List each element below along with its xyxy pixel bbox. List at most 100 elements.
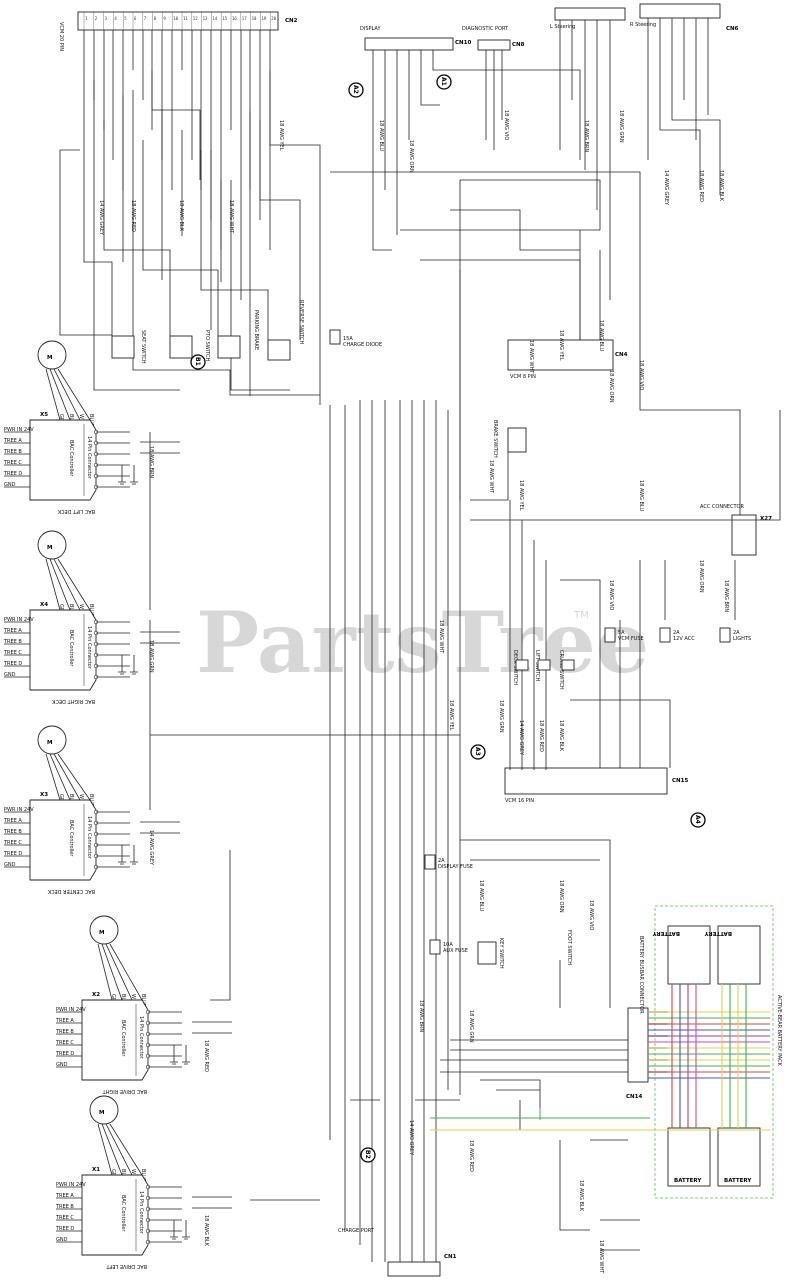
svg-text:A1: A1 <box>440 77 447 86</box>
connector-x27: X27 ACC CONNECTOR <box>700 504 772 556</box>
cn2-pin-label: 5 <box>124 16 127 21</box>
connector-cn8: CN8 DIAGNOSTIC PORT <box>462 26 525 51</box>
svg-text:A3: A3 <box>474 747 481 756</box>
controller-input-label: TREE B <box>3 449 22 455</box>
wire-tag: 18 AWG GRN <box>498 700 504 733</box>
controller-input-label: TREE D <box>55 1051 74 1057</box>
connector-cn6-title: CN6 <box>726 26 739 32</box>
wire-tag: 18 AWG YEL <box>278 120 284 151</box>
controller-connector: 14 Pin Connector <box>138 1016 144 1060</box>
connector-cn14: CN14 BATTERY BUSBAR CONNECTOR <box>626 936 649 1100</box>
label-pto-switch: PTO SWITCH <box>204 330 210 361</box>
connector-cn6-subtitle: R Steering <box>630 22 656 28</box>
motor-icon <box>37 725 67 755</box>
connector-cn1-title: CN1 <box>444 1254 457 1260</box>
controller-input-label: TREE C <box>3 840 22 846</box>
cn2-pin-label: 11 <box>183 16 188 21</box>
fuse-group: 15A CHARGE DIODE 2A DISPLAY FUSE 10A AUX… <box>329 329 751 955</box>
controller-input-label: GND <box>4 482 16 488</box>
connector-cn5-subtitle: L Steering <box>550 24 575 30</box>
controller-input-label: GND <box>56 1237 68 1243</box>
cn2-pin-label: 4 <box>114 16 117 21</box>
motor-icon <box>89 1095 119 1125</box>
connector-cn4: CN4 VCM 8 PIN <box>507 339 628 380</box>
wire-tag: 18 AWG BLU <box>638 480 644 511</box>
controller-label: X2 <box>92 992 100 998</box>
wire-tag: 18 AWG WHT <box>488 460 494 494</box>
motor-wire-label: BLUE <box>88 794 94 807</box>
wire-tag: 18 AWG ORN <box>558 880 564 913</box>
cn2-pin-label: 17 <box>242 16 247 21</box>
wire-tag: 18 AWG WHT <box>528 340 534 374</box>
wire-tag: 18 AWG ORN <box>698 560 704 593</box>
battery-pack-label: ACTIVE-BEAR BATTERY PACK <box>776 995 782 1067</box>
wire-tag: 18 AWG WHT <box>228 200 234 234</box>
label-parking-switch: PARKING BRAKE <box>253 310 259 350</box>
wire-tag: 18 AWG BRN <box>583 120 589 152</box>
bubble-a2: A2 <box>348 82 364 98</box>
wire-tag: 14 AWG GREY <box>663 170 669 206</box>
controller-input-label: PWR IN 24V <box>56 1007 86 1013</box>
controller-input-label: TREE A <box>3 628 22 634</box>
motor-wire-label: BLUE <box>88 604 94 617</box>
controller-label: X5 <box>40 412 48 418</box>
wire-tag: 18 AWG BLK <box>178 200 184 232</box>
wire-tag: 18 AWG VIO <box>608 580 614 610</box>
fuse-charge-diode-name: CHARGE DIODE <box>343 342 382 348</box>
connector-cn10-title: CN10 <box>455 40 471 46</box>
wire-tag: 18 AWG YEL <box>518 480 524 511</box>
connector-cn5: L Steering <box>550 7 626 30</box>
controller-connector: 14 Pin Connector <box>86 436 92 480</box>
wire-tag: 14 AWG GREY <box>98 200 104 236</box>
connector-cn15-title: CN15 <box>672 778 688 784</box>
connector-cn10: CN10 DISPLAY <box>360 26 471 51</box>
controller-title: BAC DRIVE LEFT <box>105 1263 147 1269</box>
switch-group-top: SEAT SWITCH PTO SWITCH PARKING BRAKE REV… <box>111 300 304 364</box>
watermark: PartsTree <box>196 593 649 692</box>
wire-tag: 18 AWG BLU <box>478 880 484 911</box>
cn2-pin-label: 8 <box>154 16 157 21</box>
controller-name: BAC Controller <box>120 1195 126 1232</box>
connector-cn6: CN6 R Steering <box>630 3 739 32</box>
motor-wire-label: BLUE <box>88 414 94 427</box>
label-deck-switch: DECK SWITCH <box>512 650 518 685</box>
controller-input-label: PWR IN 24V <box>4 427 34 433</box>
controller-input-label: TREE D <box>55 1226 74 1232</box>
wire-tag: 18 AWG GRN <box>468 1010 474 1043</box>
fuse-display-name: DISPLAY FUSE <box>438 864 473 870</box>
wire-tag: 18 AWG GRN <box>618 110 624 143</box>
wire-tag: 18 AWG VIO <box>503 110 509 140</box>
fuse-charge-diode-rating: 15A <box>343 336 353 342</box>
controller-title: BAC RIGHT DECK <box>51 698 95 704</box>
harness-top <box>59 18 741 515</box>
controller-input-label: TREE A <box>3 818 22 824</box>
wire-tag: 18 AWG RED <box>538 720 544 752</box>
label-lift-switch: LIFT SWITCH <box>534 650 540 682</box>
fuse-aux-rating: 10A <box>443 942 453 948</box>
fuse-12v-name: 12V ACC <box>673 636 695 642</box>
wire-tag: 18 AWG RED <box>130 200 136 232</box>
controller-input-label: TREE B <box>55 1029 74 1035</box>
controller-label: X4 <box>40 602 48 608</box>
fuse-vcm-rating: 5A <box>618 630 625 636</box>
controller-input-label: PWR IN 24V <box>56 1182 86 1188</box>
controller-connector: 14 Pin Connector <box>138 1191 144 1235</box>
wire-tag: 18 AWG ORN <box>408 140 414 173</box>
wire-tag: 18 AWG WHT <box>438 620 444 654</box>
controller-input-label: TREE D <box>3 851 22 857</box>
wire-tag: 18 AWG BLK <box>578 1180 584 1212</box>
controller-name: BAC Controller <box>120 1020 126 1057</box>
controller-input-label: PWR IN 24V <box>4 617 34 623</box>
label-foot-switch: FOOT SWITCH <box>566 930 572 965</box>
cn2-pin-label: 9 <box>163 16 166 21</box>
connector-cn1-subtitle: CHARGE PORT <box>338 1228 375 1234</box>
connector-x27-title: X27 <box>760 516 772 522</box>
watermark-trademark: TM <box>573 610 589 621</box>
wire-tag: 14 AWG GREY <box>518 720 524 756</box>
switch-group-middle: BRAKE SWITCH KEY SWITCH FOOT SWITCH LIFT… <box>477 420 575 969</box>
